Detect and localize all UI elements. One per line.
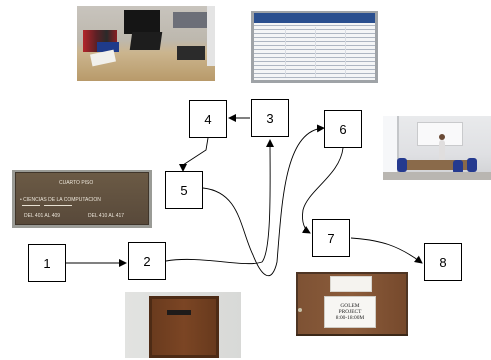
- project-door-photo: GOLEM PROJECT 8:00-18:00M: [296, 272, 408, 336]
- node-4: 4: [189, 100, 227, 138]
- node-2: 2: [128, 242, 166, 280]
- node-3: 3: [251, 99, 289, 137]
- node-1: 1: [28, 244, 66, 282]
- edge-6-7: [301, 147, 344, 234]
- desk-photo: [77, 6, 215, 81]
- floor-sign-range-left: DEL 401 AL 409: [24, 213, 61, 219]
- floor-sign-range-right: DEL 410 AL 417: [88, 213, 125, 219]
- floor-sign-photo: CUARTO PISO • CIENCIAS DE LA COMPUTACION…: [12, 170, 152, 228]
- edge-2-3: [165, 139, 275, 265]
- meeting-room-photo: [383, 116, 491, 180]
- node-5: 5: [165, 171, 203, 209]
- node-8: 8: [424, 243, 462, 281]
- edge-5-6: [202, 124, 325, 276]
- edge-7-8: [350, 237, 423, 264]
- floor-sign-department: • CIENCIAS DE LA COMPUTACION: [20, 197, 101, 203]
- floor-sign-title: CUARTO PISO: [59, 180, 94, 186]
- office-door-photo: [125, 292, 241, 358]
- node-7: 7: [312, 219, 350, 257]
- poster-photo: [251, 11, 378, 83]
- project-notice: GOLEM PROJECT 8:00-18:00M: [324, 296, 376, 328]
- node-6: 6: [324, 110, 362, 148]
- edge-4-5: [179, 137, 209, 172]
